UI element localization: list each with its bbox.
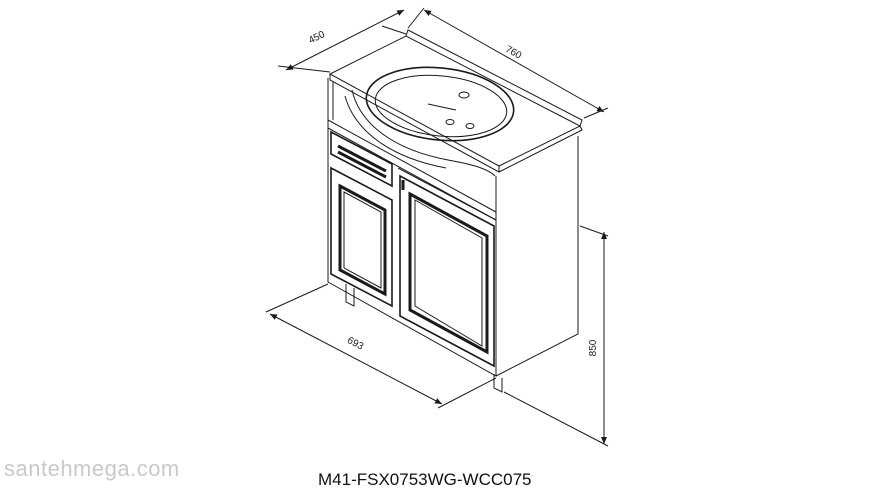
dimension-height: 850 (503, 225, 609, 447)
dimension-top-width: 760 (407, 7, 609, 119)
dimension-top-width-label: 760 (503, 44, 523, 62)
faucet-holes (427, 91, 475, 129)
right-door (399, 174, 495, 368)
dimension-base-width-label: 693 (345, 335, 365, 353)
basin-bowl (344, 66, 515, 177)
left-door (330, 166, 393, 308)
dimension-depth-label: 450 (307, 29, 327, 47)
drawer (330, 130, 497, 221)
dimension-base-width: 693 (265, 283, 497, 409)
dimension-depth: 450 (277, 9, 407, 73)
dimension-height-label: 850 (588, 339, 599, 356)
cabinet-body (327, 78, 579, 377)
model-code-caption: M41-FSX0753WG-WCC075 (318, 470, 532, 489)
legs (345, 284, 503, 393)
watermark: santehmega.com (4, 456, 180, 481)
